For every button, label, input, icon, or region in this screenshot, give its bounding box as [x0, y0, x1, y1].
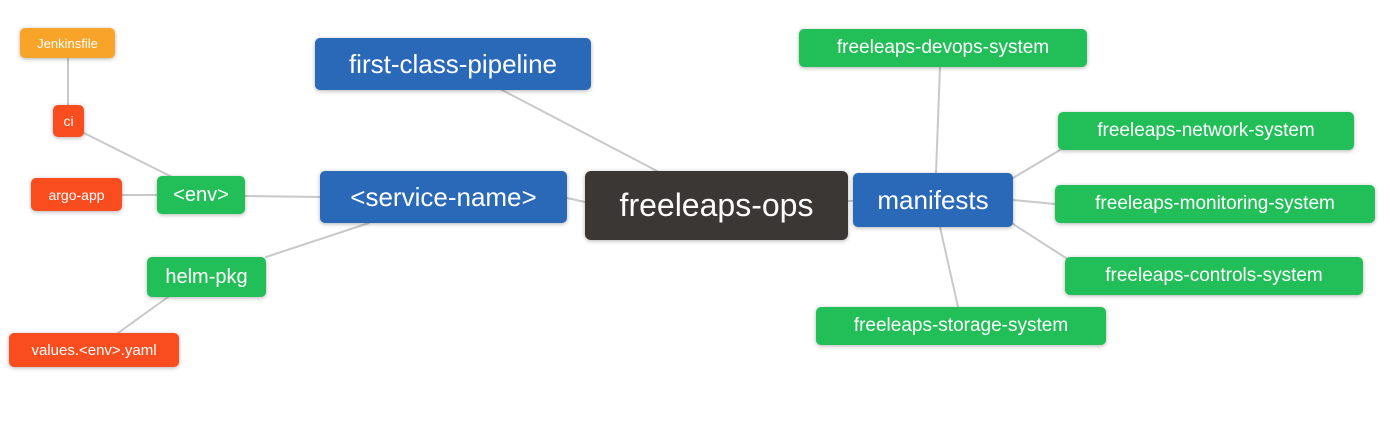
edge-manifests-monitoring-system — [1012, 199, 1056, 205]
node-service-name[interactable]: <service-name> — [320, 171, 567, 223]
edge-env-service-name — [244, 195, 321, 198]
edge-first-class-pipeline-ops — [501, 89, 658, 172]
edge-helm-pkg-service-name — [265, 222, 370, 258]
node-manifests[interactable]: manifests — [853, 173, 1013, 227]
node-freeleaps-monitoring-system[interactable]: freeleaps-monitoring-system — [1055, 185, 1375, 223]
node-argo-app[interactable]: argo-app — [31, 178, 122, 211]
node-freeleaps-devops-system[interactable]: freeleaps-devops-system — [799, 29, 1087, 67]
node-freeleaps-storage-system[interactable]: freeleaps-storage-system — [816, 307, 1106, 345]
edge-values-helm-pkg — [117, 296, 169, 334]
node-freeleaps-network-system[interactable]: freeleaps-network-system — [1058, 112, 1354, 150]
node-freeleaps-controls-system[interactable]: freeleaps-controls-system — [1065, 257, 1363, 295]
node-env[interactable]: <env> — [157, 176, 245, 214]
edge-service-name-ops — [566, 197, 586, 203]
edge-manifests-devops-system — [935, 66, 941, 174]
node-ci[interactable]: ci — [53, 105, 84, 137]
node-jenkinsfile[interactable]: Jenkinsfile — [20, 28, 115, 58]
edge-manifests-storage-system — [939, 226, 959, 308]
node-helm-pkg[interactable]: helm-pkg — [147, 257, 266, 297]
node-first-class-pipeline[interactable]: first-class-pipeline — [315, 38, 591, 90]
node-values-env-yaml[interactable]: values.<env>.yaml — [9, 333, 179, 367]
edge-ci-env — [83, 132, 173, 178]
node-freeleaps-ops[interactable]: freeleaps-ops — [585, 171, 848, 240]
edge-manifests-controls-system — [1012, 223, 1067, 259]
edge-manifests-network-system — [1012, 149, 1061, 179]
